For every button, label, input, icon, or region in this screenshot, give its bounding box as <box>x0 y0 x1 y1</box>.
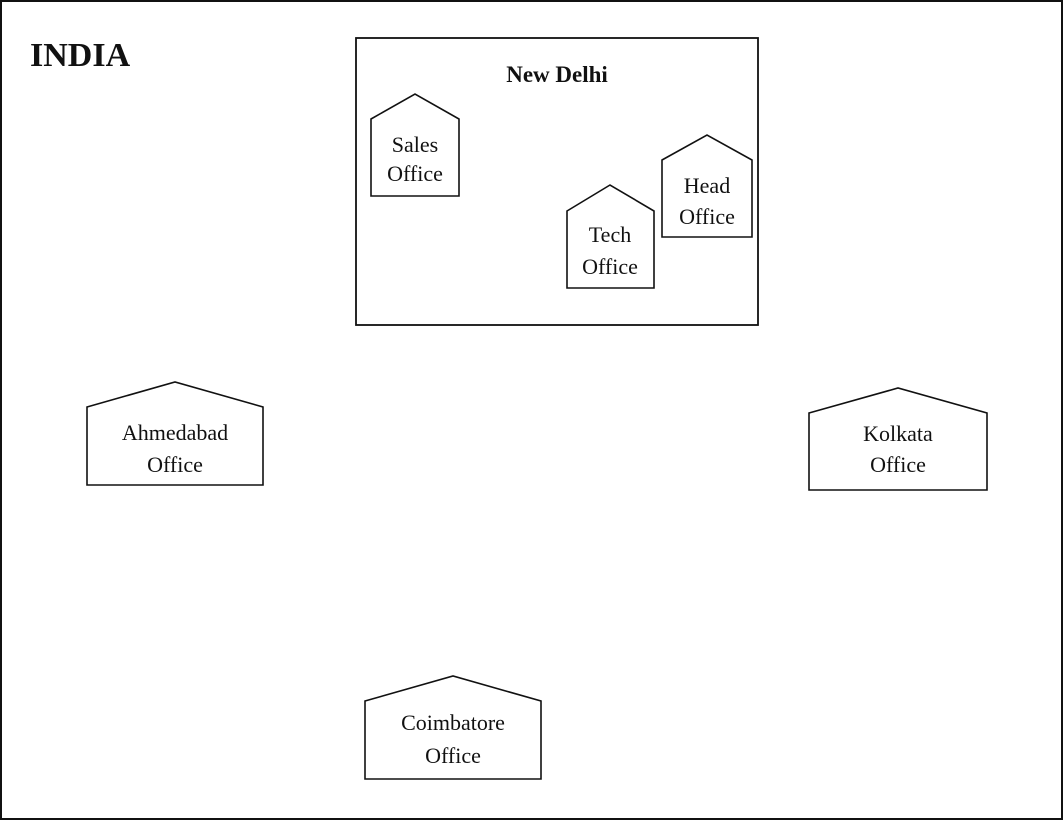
new-delhi-title: New Delhi <box>506 62 608 87</box>
tech-office-building: Tech Office <box>566 184 655 289</box>
kolkata-office-name: Kolkata <box>863 421 933 446</box>
coimbatore-office-name: Coimbatore <box>401 710 505 735</box>
new-delhi-region: New Delhi Sales Office Tech Office Head … <box>355 37 759 326</box>
kolkata-office-suffix: Office <box>870 452 926 477</box>
tech-office-suffix: Office <box>582 254 638 279</box>
coimbatore-office-suffix: Office <box>425 743 481 768</box>
sales-office-shape <box>370 93 460 197</box>
head-office-shape <box>661 134 753 238</box>
coimbatore-office-building: Coimbatore Office <box>364 675 542 780</box>
ahmedabad-office-suffix: Office <box>147 452 203 477</box>
sales-office-suffix: Office <box>387 161 443 186</box>
country-label: INDIA <box>30 37 131 74</box>
new-delhi-boundary <box>355 37 759 326</box>
sales-office-building: Sales Office <box>370 93 460 197</box>
head-office-suffix: Office <box>679 204 735 229</box>
ahmedabad-office-building: Ahmedabad Office <box>86 381 264 486</box>
ahmedabad-office-name: Ahmedabad <box>122 420 228 445</box>
head-office-name: Head <box>684 173 730 198</box>
tech-office-name: Tech <box>589 222 631 247</box>
kolkata-office-shape <box>808 387 988 491</box>
sales-office-name: Sales <box>392 132 438 157</box>
head-office-building: Head Office <box>661 134 753 238</box>
kolkata-office-building: Kolkata Office <box>808 387 988 491</box>
ahmedabad-office-shape <box>86 381 264 486</box>
tech-office-shape <box>566 184 655 289</box>
coimbatore-office-shape <box>364 675 542 780</box>
